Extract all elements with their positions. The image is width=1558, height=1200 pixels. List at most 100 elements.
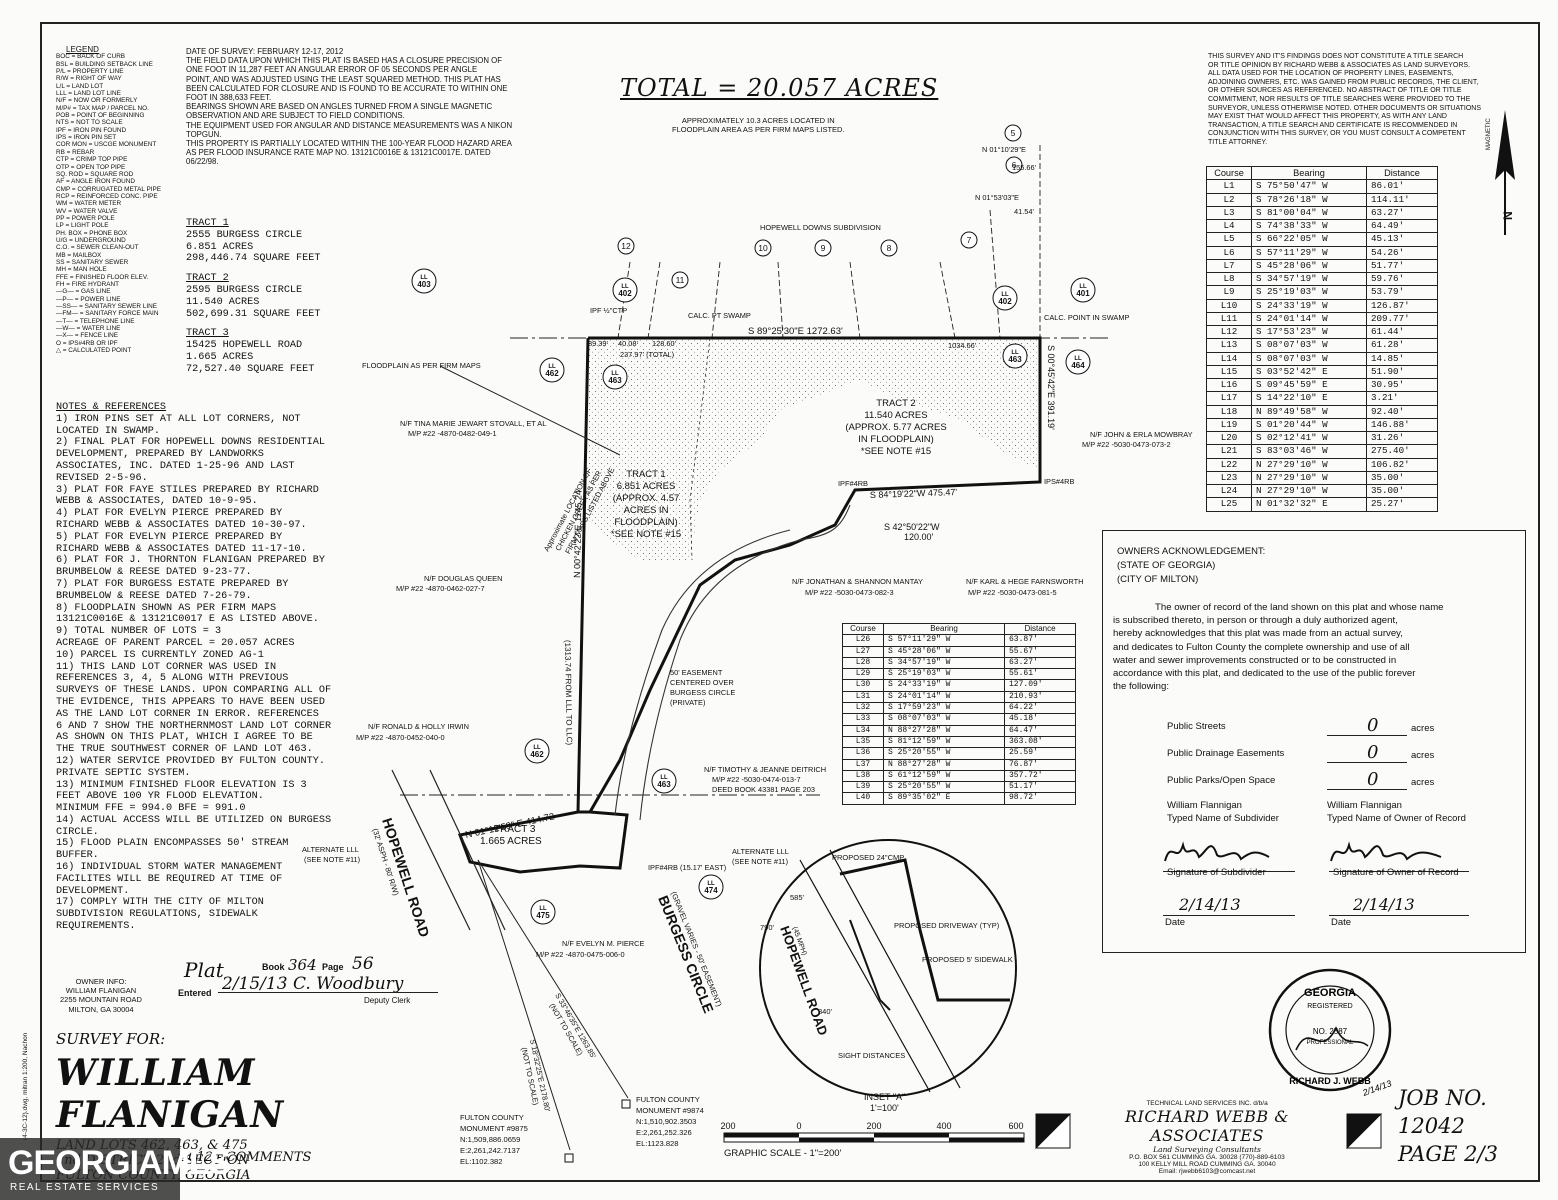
- subdivider-date: 2/14/13: [1179, 895, 1241, 914]
- land-lot-prefix: LL: [621, 284, 629, 290]
- note-line: ASSOCIATES, INC. DATED 1-25-96 AND LAST: [56, 460, 295, 472]
- svg-text:200: 200: [866, 1121, 881, 1131]
- svg-text:600: 600: [1008, 1121, 1023, 1131]
- note-line: AS SHOWN ON THIS PLAT, WHICH I AGREE TO …: [56, 732, 313, 744]
- disclaimer-line: TITLE ATTORNEY.: [1208, 138, 1268, 146]
- legend-item: CMP = CORRUGATED METAL PIPE: [56, 185, 162, 193]
- legend-item: C.O. = SEWER CLEAN-OUT: [56, 244, 139, 252]
- svg-text:HOPEWELL ROAD: HOPEWELL ROAD: [777, 924, 831, 1038]
- monument-labels: FULTON COUNTY MONUMENT #9875 N:1,509,886…: [460, 1095, 704, 1166]
- note-line: 1) IRON PINS SET AT ALL LOT CORNERS, NOT: [56, 413, 301, 425]
- ack-body-line: The owner of record of the land shown on…: [1155, 602, 1444, 613]
- lot-number: 8: [887, 243, 892, 253]
- legend-item: —SS— = SANITARY SEWER LINE: [56, 303, 158, 311]
- land-lot-prefix: LL: [1011, 350, 1019, 356]
- svg-text:SIGHT DISTANCES: SIGHT DISTANCES: [838, 1051, 905, 1060]
- land-lot-prefix: LL: [420, 275, 428, 281]
- svg-text:CALC. POINT IN SWAMP: CALC. POINT IN SWAMP: [1044, 313, 1129, 322]
- svg-text:GEORGIA: GEORGIA: [1304, 987, 1356, 999]
- svg-text:REGISTERED: REGISTERED: [1307, 1003, 1353, 1010]
- svg-text:RICHARD J. WEBB: RICHARD J. WEBB: [1289, 1076, 1371, 1086]
- ack-heading: OWNERS ACKNOWLEDGEMENT: (STATE OF GEORGI…: [1117, 546, 1266, 585]
- note-line: 5) PLAT FOR EVELYN PIERCE PREPARED BY: [56, 531, 283, 543]
- lot-number: 12: [621, 241, 631, 251]
- svg-text:585': 585': [790, 893, 805, 902]
- legend-item: RCP = REINFORCED CONC. PIPE: [56, 192, 158, 200]
- svg-text:155.66': 155.66': [1012, 163, 1037, 172]
- georgia-mls-watermark: GEORGIAMLS REAL ESTATE SERVICES: [0, 1138, 231, 1200]
- legend-item: P/L = PROPERTY LINE: [56, 68, 124, 76]
- svg-text:40.08': 40.08': [618, 339, 638, 348]
- svg-text:MONUMENT #9875: MONUMENT #9875: [460, 1124, 528, 1133]
- legend-item: —G— = GAS LINE: [56, 288, 111, 296]
- svg-text:PROFESSIONAL: PROFESSIONAL: [1307, 1040, 1354, 1046]
- note-line: 16) INDIVIDUAL STORM WATER MANAGEMENT: [56, 862, 283, 874]
- monument-9875-marker: [564, 1153, 574, 1163]
- land-lot-number: 403: [417, 280, 431, 289]
- alt-lll-label-1: ALTERNATE LLL: [302, 845, 359, 854]
- ack-body-line: hereby acknowledges that this plat was m…: [1113, 628, 1403, 640]
- survey-note-line: OBSERVATION AND ARE SUBJECT TO FIELD CON…: [186, 111, 405, 121]
- lot-number: 5: [1011, 128, 1016, 138]
- note-line: RICHARD WEBB & ASSOCIATES DATED 10-30-97…: [56, 519, 307, 531]
- note-line: 10) PARCEL IS CURRENTLY ZONED AG-1: [56, 649, 264, 661]
- notes-title: NOTES & REFERENCES: [56, 402, 167, 413]
- legend-item: BOC = BACK OF CURB: [56, 53, 126, 61]
- legend-item: COR MON = USCGE MONUMENT: [56, 141, 157, 149]
- land-lot-number: 462: [545, 369, 559, 378]
- sheet-border: [40, 22, 1540, 1182]
- svg-text:PROPOSED 24"CMP: PROPOSED 24"CMP: [832, 853, 904, 862]
- survey-for-label: SURVEY FOR:: [56, 1030, 166, 1048]
- lot-lines: [617, 145, 1041, 339]
- note-line: 13121C0016E & 13121C0017 E AS LISTED ABO…: [56, 614, 319, 626]
- svg-text:EL:1102.382: EL:1102.382: [460, 1157, 503, 1166]
- svg-text:NO. 2587: NO. 2587: [1313, 1027, 1348, 1036]
- disclaimer-line: MAY EXIST THAT WOULD AFFECT THIS PROPERT…: [1208, 113, 1447, 121]
- svg-text:1.665 ACRES: 1.665 ACRES: [480, 836, 542, 847]
- note-line: 7) PLAT FOR BURGESS ESTATE PREPARED BY: [56, 578, 289, 590]
- svg-text:IN FLOODPLAIN): IN FLOODPLAIN): [858, 434, 934, 445]
- burgess-easement: [614, 504, 851, 821]
- note-line: DEVELOPMENT.: [56, 885, 130, 897]
- pierce-label: N/F EVELYN M. PIERCE: [562, 939, 644, 948]
- legend-item: L/L = LAND LOT: [56, 82, 104, 90]
- land-lot-prefix: LL: [1001, 292, 1009, 298]
- note-line: FACILITES WILL BE REQUIRED AT TIME OF: [56, 873, 283, 885]
- legend-item: CTP = CRIMP TOP PIPE: [56, 156, 128, 164]
- legend-item: SQ. ROD = SQUARE ROD: [56, 170, 134, 178]
- note-line: THE EVIDENCE, THIS APPEARS TO HAVE BEEN …: [56, 696, 325, 708]
- ack-body-line: is subscribed thereto, in person or thro…: [1113, 615, 1398, 627]
- note-line: REQUIREMENTS.: [56, 921, 136, 933]
- side-file-text: (4-3C-12).dwg, mitran 1:200, Nachon: [22, 1032, 29, 1140]
- land-lot-prefix: LL: [533, 745, 541, 751]
- legend-item: AF = ANGLE IRON FOUND: [56, 178, 136, 186]
- legend-item: BSL = BUILDING SETBACK LINE: [56, 60, 153, 68]
- note-line: 4) PLAT FOR EVELYN PIERCE PREPARED BY: [56, 508, 283, 520]
- queen-label: N/F DOUGLAS QUEEN: [424, 574, 502, 583]
- survey-note-line: THE EQUIPMENT USED FOR ANGULAR AND DISTA…: [186, 120, 513, 130]
- land-lot-number: 462: [530, 750, 544, 759]
- note-line: WEBB & ASSOCIATES, DATED 10-9-95.: [56, 496, 258, 508]
- east-line-label: S 00°45'42"E 391.19': [1046, 345, 1056, 430]
- alt-lll-label-2: ALTERNATE LLL: [732, 847, 789, 856]
- svg-text:*SEE NOTE #15: *SEE NOTE #15: [611, 529, 681, 540]
